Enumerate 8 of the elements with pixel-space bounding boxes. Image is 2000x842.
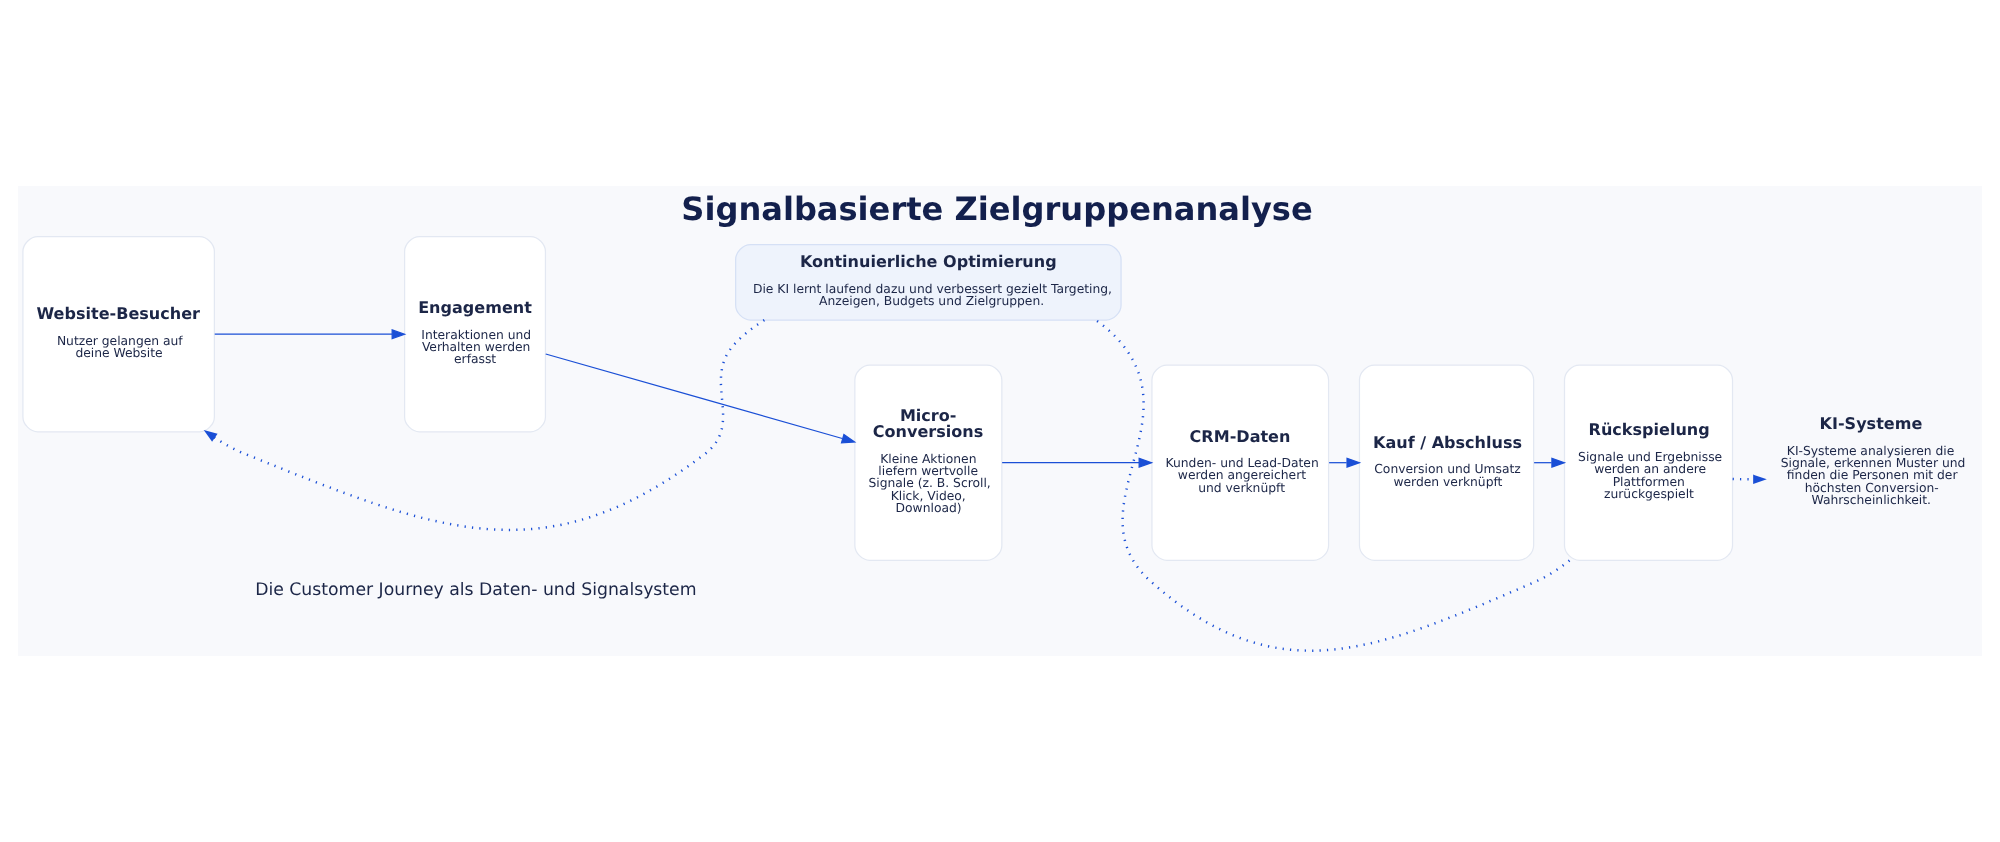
connector: [1094, 319, 1571, 652]
arrow: [203, 319, 766, 531]
arrow: [1732, 474, 1767, 485]
diagram-title: Signalbasierte Zielgruppenanalyse: [681, 190, 1313, 229]
label: Die Customer Journey als Daten- und Signalsystem: [255, 580, 697, 601]
arrow: [545, 353, 857, 444]
arrow: [214, 329, 407, 340]
arrow: [1001, 457, 1154, 468]
